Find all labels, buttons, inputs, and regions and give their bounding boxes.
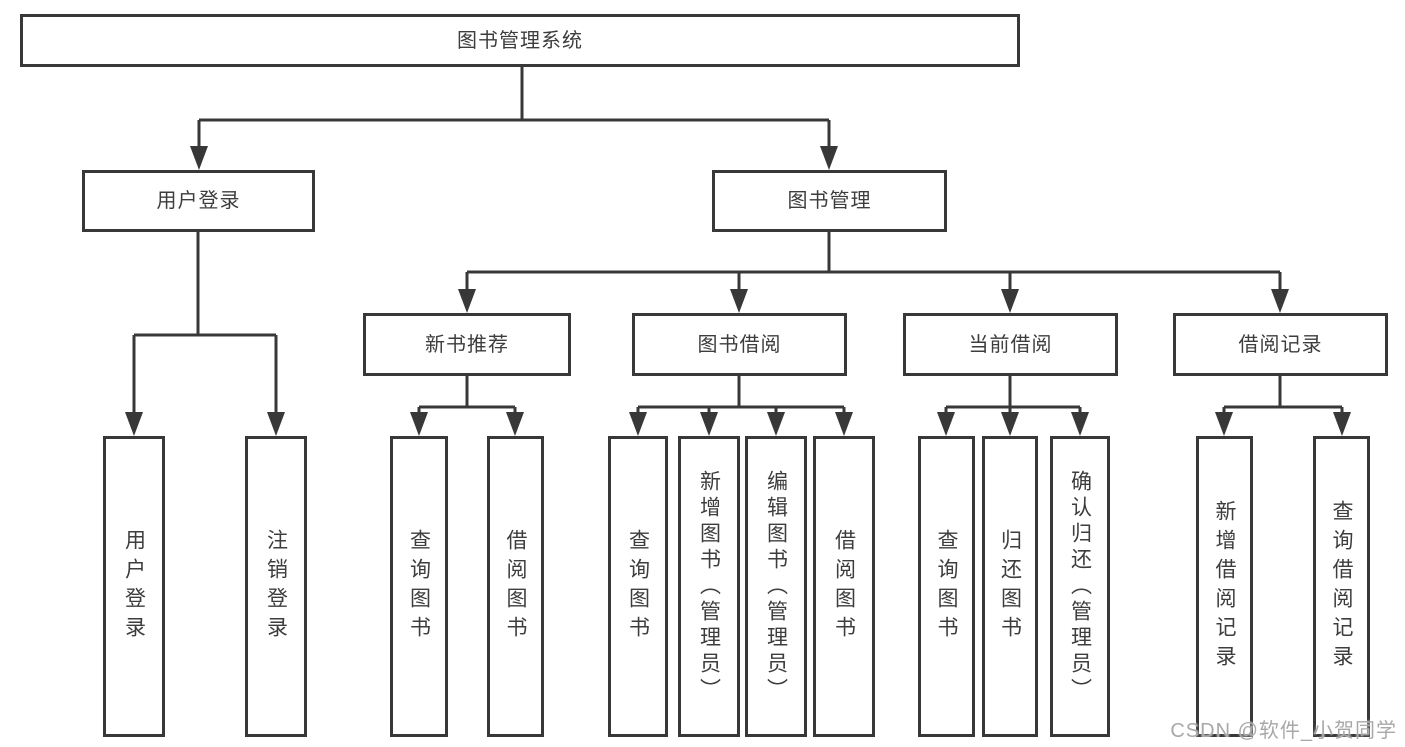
arrowhead-borrow-leaf3 — [767, 412, 785, 436]
arrowhead-leaf-logout — [267, 412, 285, 436]
arrowhead-newbook-leaf2 — [506, 412, 524, 436]
arrowhead-leaf-user-login — [125, 412, 143, 436]
node-leaf-user-login: 用户登录 — [103, 436, 165, 737]
node-current-borrowing: 当前借阅 — [903, 313, 1118, 376]
node-user-login-group: 用户登录 — [82, 170, 315, 232]
arrowhead-user-login-group — [190, 146, 208, 170]
arrowhead-borrow-leaf2 — [700, 412, 718, 436]
arrowhead-current-leaf1 — [937, 412, 955, 436]
csdn-watermark: CSDN @软件_小贺同学 — [1170, 720, 1397, 742]
node-leaf-edit-books-admin: 编辑图书（管理员） — [745, 436, 807, 737]
node-leaf-query-books-1: 查询图书 — [390, 436, 448, 737]
node-leaf-logout: 注销登录 — [245, 436, 307, 737]
node-leaf-confirm-return-admin: 确认归还（管理员） — [1050, 436, 1110, 737]
arrowhead-records-leaf2 — [1333, 412, 1351, 436]
arrowhead-current-leaf2 — [1001, 412, 1019, 436]
node-leaf-query-borrow-record: 查询借阅记录 — [1313, 436, 1370, 737]
arrowhead-borrow-leaf1 — [629, 412, 647, 436]
node-leaf-add-borrow-record: 新增借阅记录 — [1196, 436, 1253, 737]
node-borrowing-records: 借阅记录 — [1173, 313, 1388, 376]
node-book-borrowing: 图书借阅 — [632, 313, 847, 376]
node-leaf-add-books-admin: 新增图书（管理员） — [678, 436, 740, 737]
arrowhead-current-borrow — [1001, 289, 1019, 313]
node-leaf-borrow-books-1: 借阅图书 — [487, 436, 544, 737]
arrowhead-borrow-leaf4 — [835, 412, 853, 436]
node-root-system: 图书管理系统 — [20, 14, 1020, 67]
arrowhead-book-mgmt-group — [820, 146, 838, 170]
arrowhead-book-borrow — [730, 289, 748, 313]
arrowhead-current-leaf3 — [1071, 412, 1089, 436]
node-leaf-query-books-2: 查询图书 — [608, 436, 668, 737]
arrowhead-new-book-rec — [458, 289, 476, 313]
node-leaf-borrow-books-2: 借阅图书 — [813, 436, 875, 737]
arrowhead-records-leaf1 — [1215, 412, 1233, 436]
arrowheads — [125, 146, 1351, 436]
node-book-mgmt-group: 图书管理 — [712, 170, 947, 232]
arrowhead-borrow-records — [1271, 289, 1289, 313]
arrowhead-newbook-leaf1 — [410, 412, 428, 436]
node-new-book-recommendation: 新书推荐 — [363, 313, 571, 376]
node-leaf-query-books-3: 查询图书 — [918, 436, 975, 737]
node-leaf-return-books: 归还图书 — [982, 436, 1038, 737]
